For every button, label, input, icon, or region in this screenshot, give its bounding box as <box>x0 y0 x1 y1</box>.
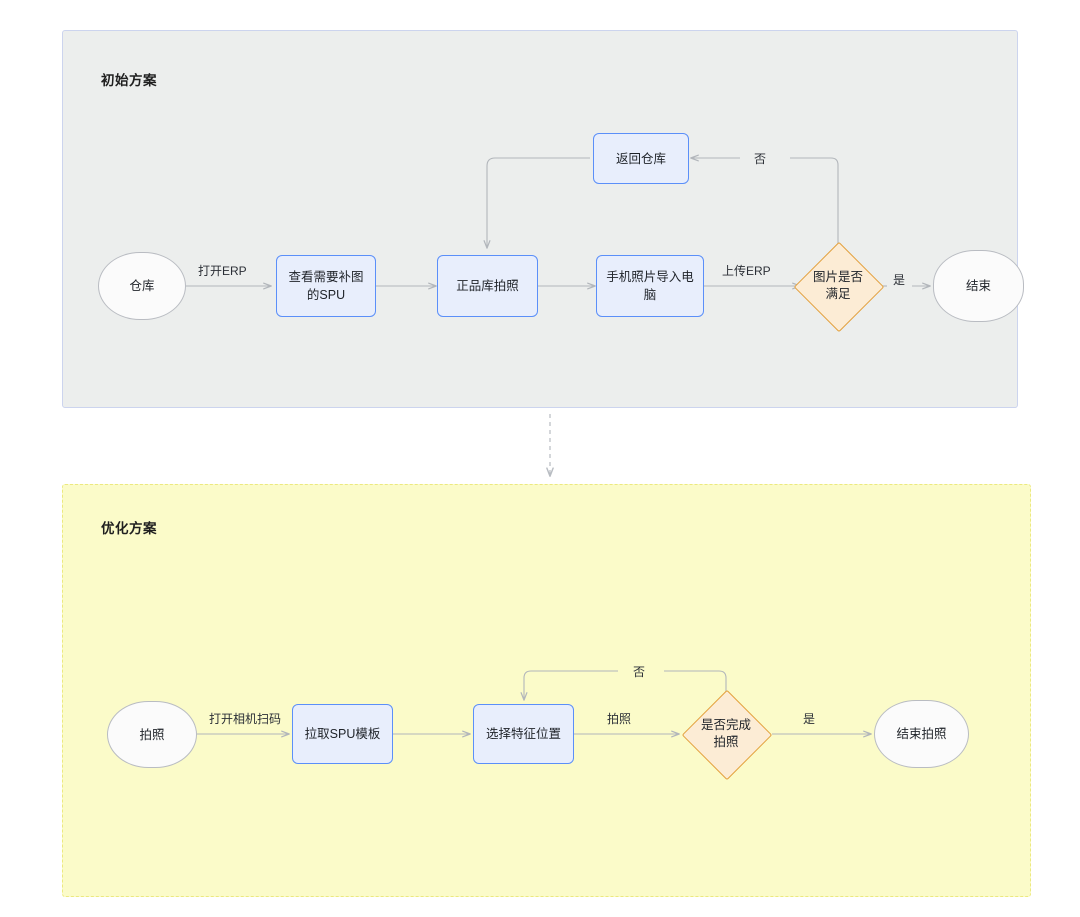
node-done-photo-label-line1: 是否完成 <box>700 718 751 732</box>
node-view-spu-label: 查看需要补图的SPU <box>288 270 364 302</box>
panel-optimized-title: 优化方案 <box>101 521 157 536</box>
node-check-image-label: 图片是否 满足 <box>813 269 863 303</box>
edge-label-open-erp: 打开ERP <box>198 264 247 278</box>
node-take-photo-label: 拍照 <box>139 727 165 742</box>
edge-label-no-initial: 否 <box>754 152 767 166</box>
node-warehouse[interactable]: 仓库 <box>98 252 186 320</box>
edge-label-upload-erp: 上传ERP <box>722 264 771 278</box>
node-take-photo[interactable]: 拍照 <box>107 701 197 768</box>
node-photo-stock-label: 正品库拍照 <box>456 279 519 293</box>
edge-label-shoot: 拍照 <box>607 712 632 726</box>
node-import-pc[interactable]: 手机照片导入电脑 <box>596 255 704 317</box>
node-return-warehouse[interactable]: 返回仓库 <box>593 133 689 184</box>
node-check-image-label-line1: 图片是否 <box>812 270 863 284</box>
node-check-image-label-line2: 满足 <box>825 287 851 301</box>
node-import-pc-label: 手机照片导入电脑 <box>606 270 694 302</box>
edge-label-yes-optimized: 是 <box>803 712 816 726</box>
node-warehouse-label: 仓库 <box>129 279 155 293</box>
node-pull-template[interactable]: 拉取SPU模板 <box>292 704 393 764</box>
node-pull-template-label: 拉取SPU模板 <box>304 727 381 741</box>
node-select-position[interactable]: 选择特征位置 <box>473 704 574 764</box>
node-photo-stock[interactable]: 正品库拍照 <box>437 255 538 317</box>
node-done-photo-label-line2: 拍照 <box>713 735 739 749</box>
node-view-spu[interactable]: 查看需要补图的SPU <box>276 255 376 317</box>
panel-optimized-plan: 优化方案 <box>62 484 1031 897</box>
node-return-warehouse-label: 返回仓库 <box>615 151 666 166</box>
panel-initial-title: 初始方案 <box>101 73 157 88</box>
node-end-photo[interactable]: 结束拍照 <box>874 700 969 768</box>
edge-label-open-camera-scan: 打开相机扫码 <box>209 712 282 726</box>
node-check-image[interactable]: 图片是否 满足 <box>793 241 885 333</box>
node-done-photo[interactable]: 是否完成 拍照 <box>681 689 773 781</box>
node-end-label: 结束 <box>965 279 991 293</box>
node-select-position-label: 选择特征位置 <box>485 727 561 741</box>
edge-label-no-optimized: 否 <box>633 665 646 679</box>
node-end[interactable]: 结束 <box>933 250 1024 322</box>
edge-label-yes-initial: 是 <box>893 273 906 287</box>
panel-initial-plan: 初始方案 <box>62 30 1018 408</box>
node-done-photo-label: 是否完成 拍照 <box>701 717 751 751</box>
node-end-photo-label: 结束拍照 <box>896 727 947 741</box>
